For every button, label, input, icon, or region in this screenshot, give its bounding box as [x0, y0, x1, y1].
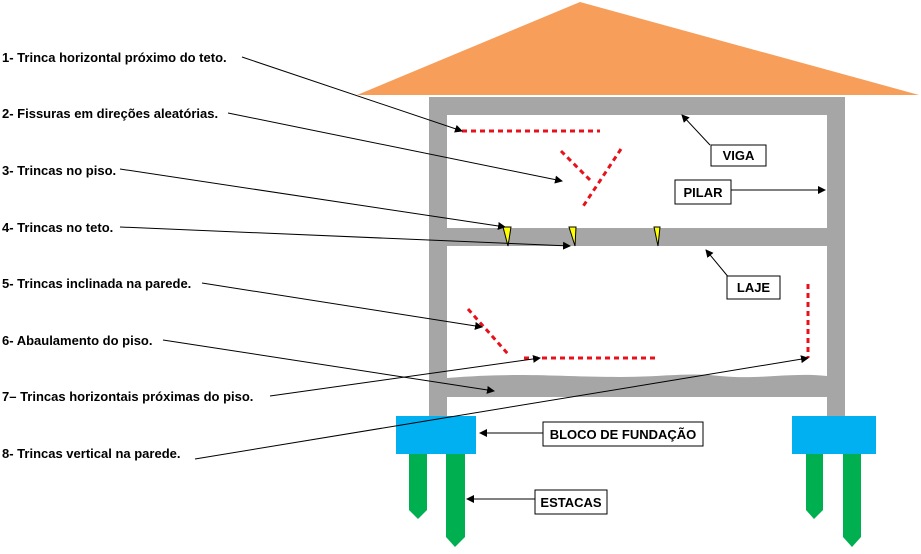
ceiling-cracks: [502, 226, 661, 247]
label-estacas: ESTACAS: [540, 495, 601, 510]
structure-frame: [429, 97, 845, 417]
label-box-pilar: [674, 179, 732, 205]
label-box-bloco: [542, 421, 704, 447]
roof: [357, 2, 919, 95]
beam-top: [429, 97, 845, 115]
cracks: [462, 129, 810, 360]
leader-line-7: [269, 355, 541, 397]
label-bloco: BLOCO DE FUNDAÇÃO: [550, 427, 697, 442]
legend-item-7: 7– Trincas horizontais próximas do piso.: [2, 389, 253, 404]
pillar-left: [429, 97, 447, 417]
legend-item-6: 6- Abaulamento do piso.: [2, 333, 152, 348]
legend-item-2: 2- Fissuras em direções aleatórias.: [2, 106, 218, 121]
slab-middle: [447, 228, 827, 246]
pile: [806, 454, 823, 519]
floor-slab: [447, 374, 845, 397]
pile: [843, 454, 861, 547]
legend-item-1: 1- Trinca horizontal próximo do teto.: [2, 50, 227, 65]
label-viga: VIGA: [723, 148, 755, 163]
leader-line-viga: [681, 114, 711, 146]
label-laje: LAJE: [737, 280, 771, 295]
foundation-block-right: [792, 416, 876, 454]
leader-line-2: [227, 112, 563, 184]
legend: 1- Trinca horizontal próximo do teto. 2-…: [2, 50, 253, 461]
leader-line-laje: [705, 249, 731, 280]
leader-line-5: [201, 282, 483, 330]
legend-item-5: 5- Trincas inclinada na parede.: [2, 276, 191, 291]
legend-item-4: 4- Trincas no teto.: [2, 220, 113, 235]
crack-random-b: [580, 148, 623, 209]
pile: [409, 454, 427, 519]
legend-item-3: 3- Trincas no piso.: [2, 163, 116, 178]
crack-random-a: [559, 149, 592, 182]
leader-line-3: [119, 168, 506, 230]
legend-item-8: 8- Trincas vertical na parede.: [2, 446, 180, 461]
leader-line-6: [162, 339, 495, 394]
foundation-block-left: [396, 416, 476, 454]
ceiling-crack: [653, 226, 661, 247]
ceiling-crack: [502, 226, 512, 247]
pillar-right: [827, 97, 845, 417]
label-pilar: PILAR: [684, 185, 724, 200]
leader-line-1: [241, 56, 463, 133]
part-labels: VIGA PILAR LAJE BLOCO DE FUNDAÇÃO ESTACA…: [534, 144, 781, 515]
leader-line-4: [119, 226, 571, 250]
crack-inclined-wall: [466, 308, 510, 355]
foundation: [396, 416, 876, 547]
label-box-viga: [710, 144, 767, 167]
ceiling-crack: [568, 226, 577, 247]
leader-lines: [119, 56, 826, 503]
leader-line-8: [194, 355, 809, 460]
pile: [446, 454, 465, 547]
label-box-laje: [726, 275, 781, 300]
label-box-estacas: [534, 489, 608, 515]
